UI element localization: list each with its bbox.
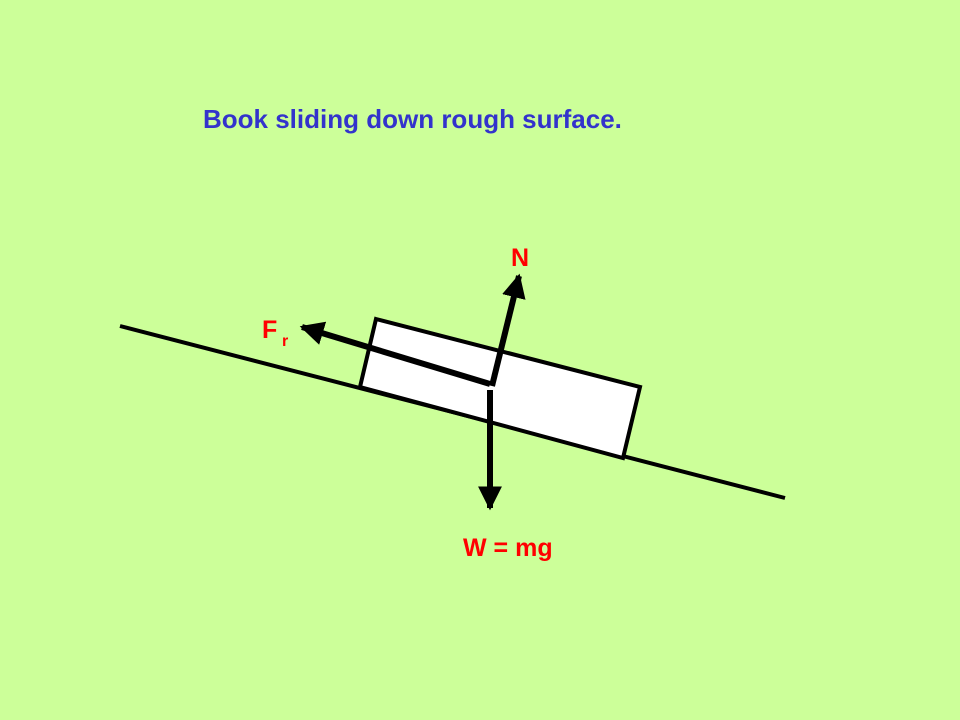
book-block [357, 316, 643, 461]
friction-force-arrow [299, 321, 491, 387]
normal-force-arrow [489, 273, 526, 387]
friction-force-label: F [262, 316, 277, 344]
friction-force-subscript: r [282, 333, 288, 350]
slide-title: Book sliding down rough surface. [203, 104, 622, 134]
normal-force-label: N [511, 244, 529, 272]
weight-force-label: W = mg [463, 534, 553, 562]
